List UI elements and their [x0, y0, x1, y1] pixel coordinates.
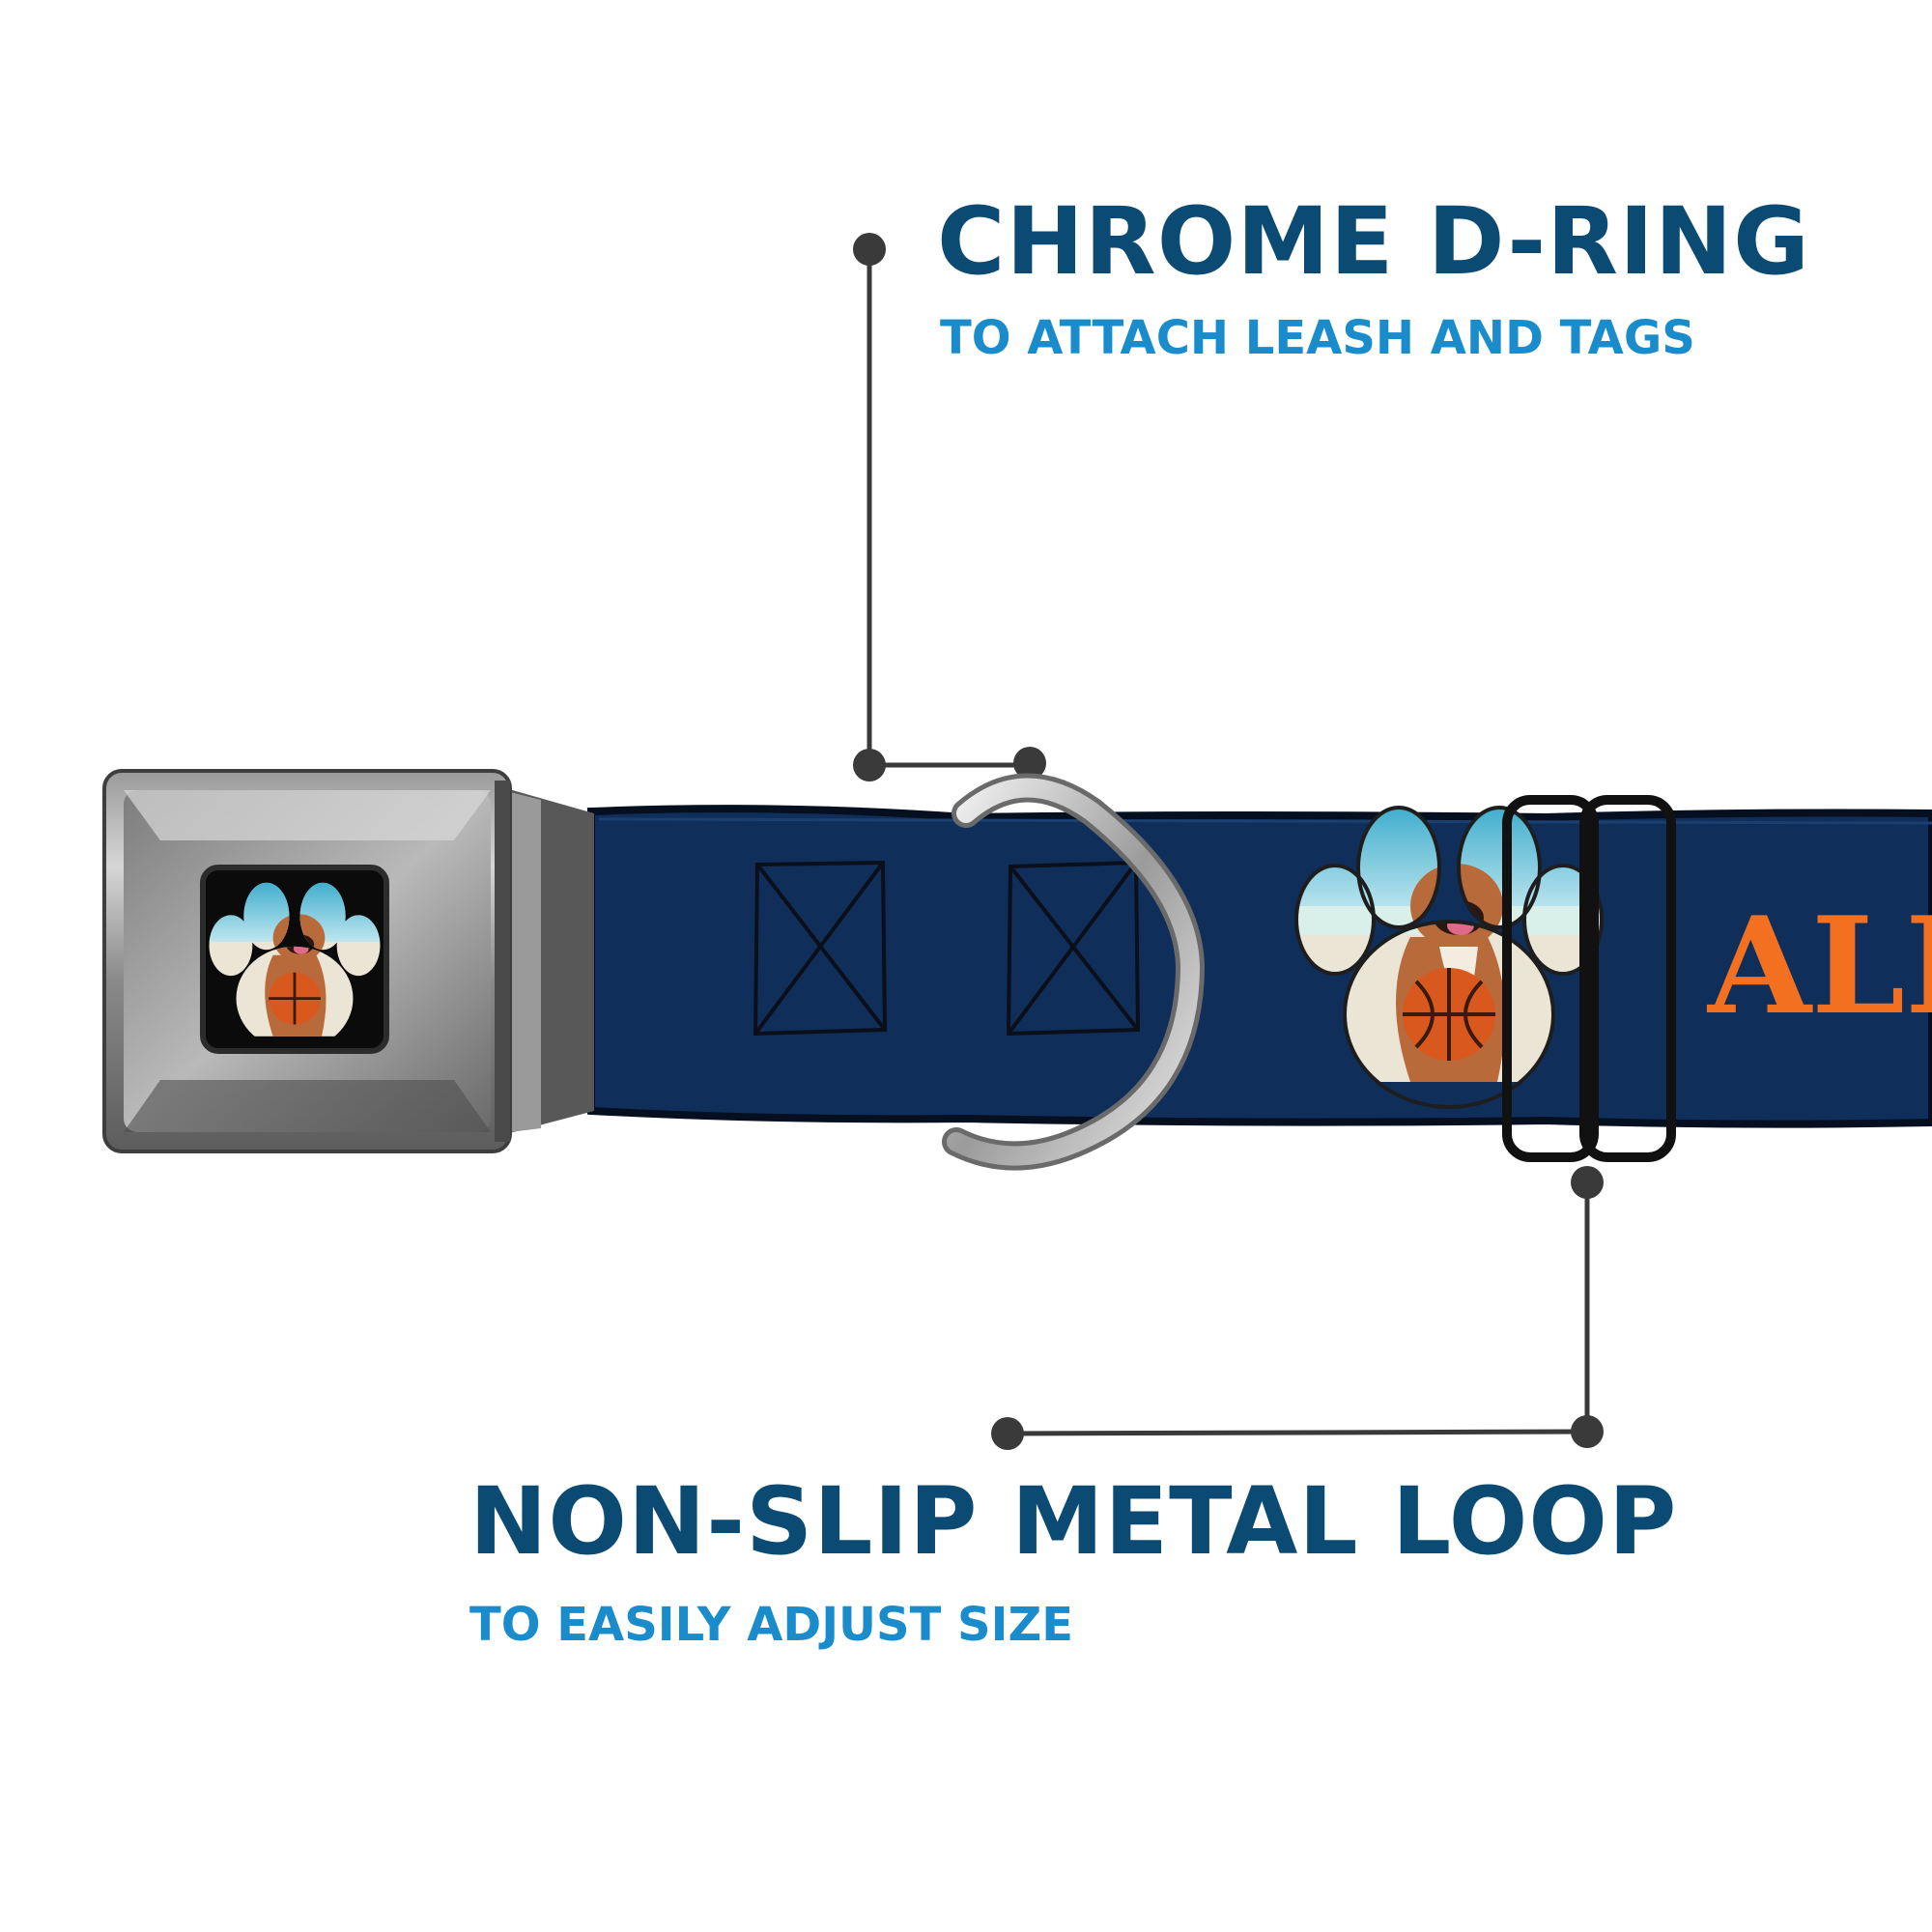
leader-dot [991, 1417, 1024, 1450]
d-ring-callout-title: CHROME D-RING [937, 187, 1810, 296]
leader-dot [1013, 747, 1046, 780]
stitch-box [1006, 860, 1141, 1037]
loop-callout-subtitle: TO EASILY ADJUST SIZE [469, 1598, 1074, 1652]
leader-dot [853, 233, 886, 266]
non-slip-loop [1502, 795, 1676, 1162]
stitch-box [753, 860, 888, 1037]
loop-leader-line [1007, 1182, 1590, 1436]
leader-dot [1571, 1166, 1604, 1199]
leader-dot [853, 749, 886, 781]
d-ring-callout-subtitle: TO ATTACH LEASH AND TAGS [940, 311, 1695, 365]
chrome-d-ring [942, 773, 1206, 1171]
d-ring-leader-line [867, 249, 1030, 768]
collar-print-text: ALL [1706, 887, 1932, 1044]
leader-dot [1571, 1415, 1604, 1448]
loop-callout-title: NON-SLIP METAL LOOP [469, 1467, 1678, 1576]
